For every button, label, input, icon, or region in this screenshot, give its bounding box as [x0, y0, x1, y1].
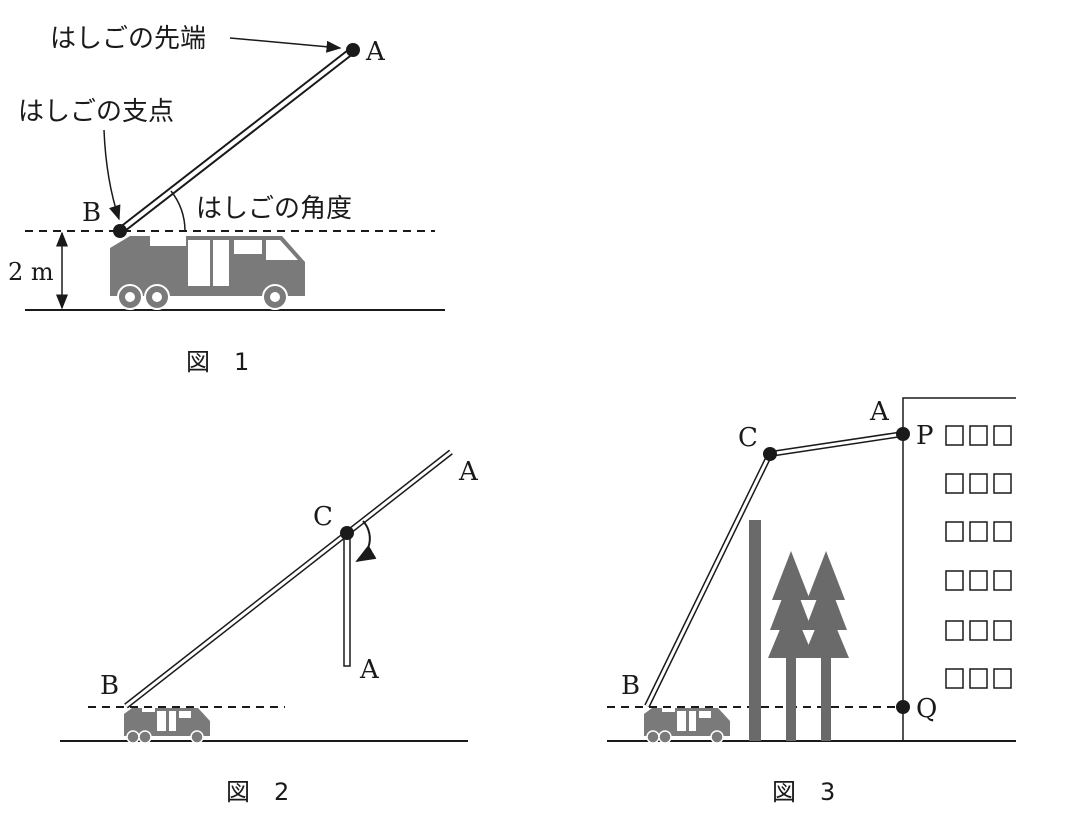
fig1-pivot-arrow: [103, 129, 121, 221]
fig2-point-b: B: [100, 671, 119, 701]
fig1-point-a: A: [365, 37, 386, 67]
fig3-point-q-dot: [896, 700, 910, 714]
fig2-point-a-lower: A: [359, 655, 380, 685]
fig1-caption: 図 1: [186, 348, 249, 376]
fig1-label-pivot: はしごの支点: [18, 97, 174, 127]
fig3-caption: 図 3: [772, 778, 835, 806]
figure-1: はしごの先端 はしごの支点 はしごの角度 A B 2 m 図 1: [8, 24, 445, 376]
fig3-point-c-dot: [763, 447, 777, 461]
fig1-ladder-inner: [118, 48, 355, 233]
fig3-point-c: C: [738, 423, 758, 453]
fig1-fire-truck: [110, 236, 305, 310]
fig3-fire-truck: [644, 708, 730, 744]
fig3-point-p-dot: [896, 427, 910, 441]
fig3-tree-left: [768, 551, 814, 741]
fig1-tip-arrow: [229, 37, 342, 53]
fig2-point-a-upper: A: [458, 457, 479, 487]
fig2-point-c: C: [313, 502, 333, 532]
fig3-point-p: P: [916, 421, 934, 451]
fig1-point-b: B: [82, 198, 101, 228]
fig1-angle-arc: [170, 190, 186, 232]
fig1-label-angle: はしごの角度: [196, 194, 352, 224]
figure-3: A P C B Q 図 3: [607, 397, 1016, 806]
fig2-caption: 図 2: [226, 778, 289, 806]
fig2-rotation-arrow: [355, 520, 377, 563]
fig3-building-windows: [945, 425, 1012, 689]
fig3-building-outline: [902, 397, 1016, 741]
fig3-tree-right: [803, 551, 849, 741]
fig3-ladder-outer: [644, 431, 904, 708]
fig2-fire-truck: [124, 708, 210, 744]
fig2-point-c-dot: [340, 526, 354, 540]
fig1-point-b-dot: [113, 224, 127, 238]
fig3-point-q: Q: [916, 694, 937, 724]
fig3-point-a: A: [869, 397, 890, 427]
fig2-ladder-hanging: [343, 533, 351, 667]
fig1-label-tip: はしごの先端: [50, 24, 206, 54]
fig3-ladder-inner: [645, 432, 904, 707]
fig3-pole: [749, 520, 761, 741]
fig1-height-label: 2 m: [8, 258, 54, 286]
fig2-ladder-bc-inner: [125, 450, 452, 708]
fig1-point-a-dot: [346, 43, 360, 57]
fig3-point-b: B: [621, 671, 640, 701]
figure-2: A A C B 図 2: [60, 449, 479, 806]
